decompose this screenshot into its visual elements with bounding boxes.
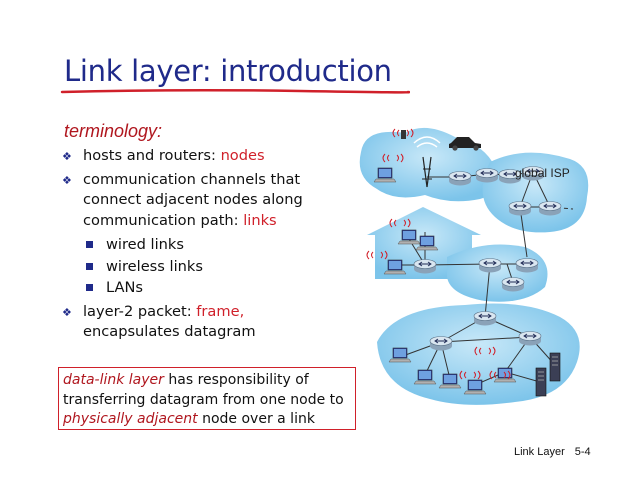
cell-tower-icon: [413, 136, 441, 188]
network-diagram: [359, 127, 589, 405]
regional-network-region: [447, 244, 548, 302]
footer-label: Link Layer: [514, 446, 565, 458]
mobile-network-region: [359, 127, 498, 202]
diamond-bullet-icon: ❖: [62, 150, 72, 163]
sub-bullet-item: wireless links: [62, 256, 362, 278]
router-icon: [473, 311, 497, 326]
router-icon: [478, 258, 502, 273]
sub-bullet-item: wired links: [62, 234, 362, 256]
page-number: 5-4: [574, 446, 591, 458]
router-icon: [501, 277, 525, 292]
diamond-bullet-icon: ❖: [62, 305, 72, 319]
router-icon: [518, 331, 542, 346]
router-icon: [429, 336, 453, 351]
bullet-list: ❖ hosts and routers: nodes ❖ communicati…: [62, 146, 362, 346]
page-title: Link layer: introduction: [64, 54, 392, 88]
router-icon: [475, 168, 499, 183]
router-icon: [515, 258, 539, 273]
global-isp-region: [482, 152, 589, 233]
car-icon: [449, 137, 481, 151]
square-bullet-icon: [86, 284, 93, 291]
diamond-bullet-icon: ❖: [62, 173, 72, 187]
server-icon: [549, 352, 561, 382]
slide-footer: Link Layer 5-4: [514, 446, 591, 458]
title-underline: [60, 88, 410, 94]
router-icon: [448, 171, 472, 186]
bullet-item: ❖ communication channels that connect ad…: [62, 170, 303, 229]
definition-box: data-link layer has responsibility of tr…: [58, 367, 356, 430]
router-icon: [413, 259, 437, 274]
square-bullet-icon: [86, 262, 93, 270]
square-bullet-icon: [86, 241, 93, 248]
bullet-item: ❖ hosts and routers: nodes: [62, 146, 362, 167]
terminology-heading: terminology:: [64, 121, 163, 141]
router-icon: [508, 201, 532, 216]
phone-icon: [401, 130, 406, 139]
router-icon: [538, 201, 562, 216]
global-isp-label: global ISP: [515, 166, 570, 180]
sub-bullet-item: LANs: [62, 277, 362, 299]
bullet-item: ❖ layer-2 packet: frame, encapsulates da…: [62, 302, 256, 341]
server-icon: [535, 367, 547, 397]
